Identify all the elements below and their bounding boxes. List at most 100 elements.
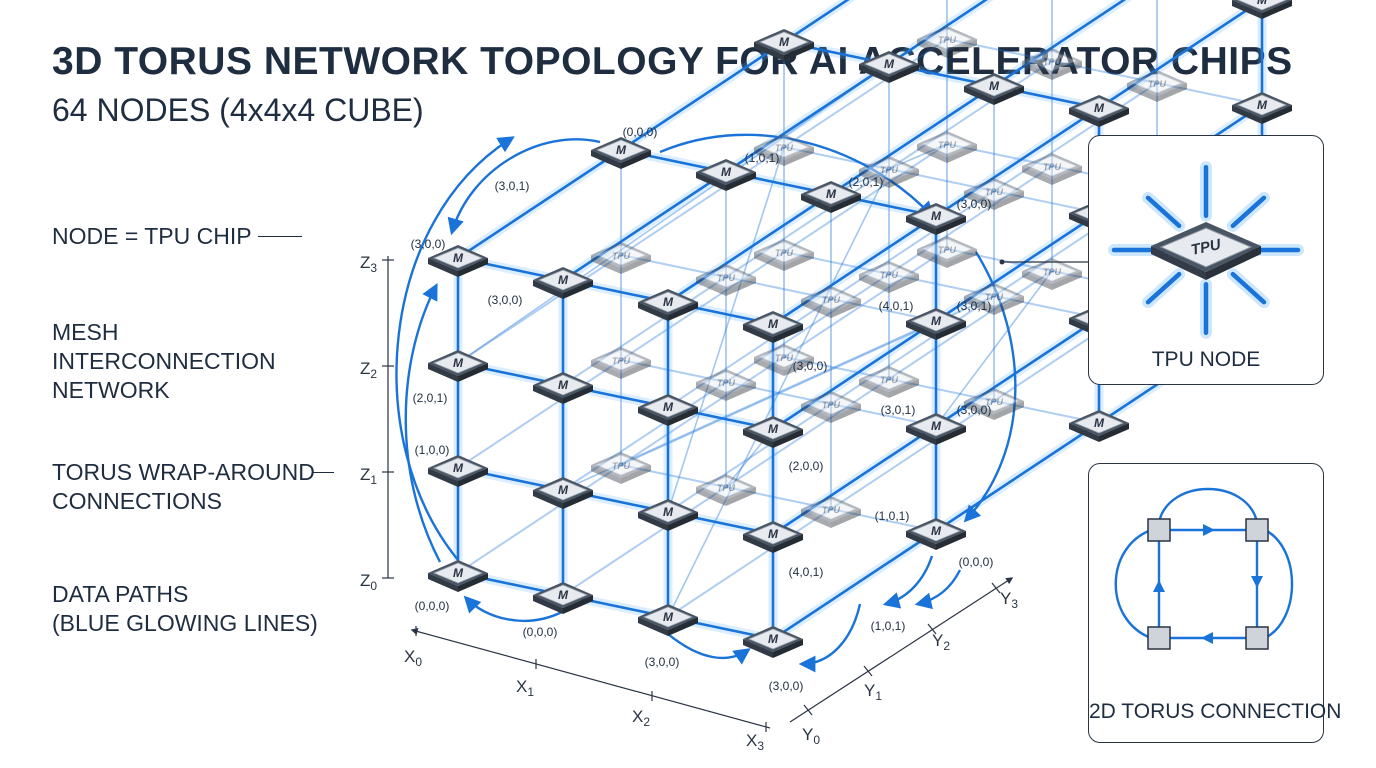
mesh-link-y bbox=[562, 381, 727, 491]
tpu-node-3-0-3: M bbox=[743, 311, 803, 343]
node-coordinate-label: (3,0,1) bbox=[881, 403, 916, 417]
chip-mark: TPU bbox=[822, 295, 841, 305]
tpu-node-3-0-1: M bbox=[743, 521, 803, 553]
chip-mark: M bbox=[558, 273, 569, 287]
chip-mark: TPU bbox=[717, 378, 736, 388]
mesh-link-y bbox=[1097, 0, 1264, 110]
node-coordinate-label: (3,0,0) bbox=[769, 679, 804, 693]
legend-torus-label-2: CONNECTIONS bbox=[52, 488, 222, 514]
chip-mark: TPU bbox=[985, 397, 1004, 407]
wrap-arrow-bottom-3 bbox=[798, 603, 862, 673]
tpu-node-1-2-2: TPU bbox=[859, 156, 919, 188]
tpu-node-0-2-0: TPU bbox=[754, 344, 814, 376]
tpu-node-0-0-2: M bbox=[428, 350, 488, 382]
mesh-link-y bbox=[992, 0, 1127, 88]
mesh-link-x bbox=[725, 486, 832, 510]
legend-mesh-label-3: NETWORK bbox=[52, 377, 170, 403]
chip-mark: M bbox=[1094, 101, 1105, 115]
legend-torus-leader bbox=[312, 472, 334, 473]
mesh-link-y bbox=[830, 400, 995, 510]
tpu-node-3-1-3: M bbox=[906, 203, 966, 235]
tpu-node-3-0-0: M bbox=[743, 626, 803, 658]
mesh-link-y bbox=[934, 211, 1101, 323]
legend-torus-label-1: TORUS WRAP-AROUND bbox=[52, 459, 315, 485]
x-axis-label: X3 bbox=[746, 731, 764, 753]
tpu-node-1-2-0: TPU bbox=[859, 366, 919, 398]
mesh-link-x bbox=[620, 254, 727, 278]
interior-data-path bbox=[830, 143, 948, 195]
tpu-node-0-0-0: M bbox=[428, 560, 488, 592]
tpu-node-1-1-2: TPU bbox=[696, 264, 756, 296]
chip-mark: M bbox=[1094, 416, 1105, 430]
chip-mark: TPU bbox=[880, 375, 899, 385]
y-axis-tick bbox=[927, 623, 937, 635]
wrap-arrow-right-z bbox=[963, 251, 1017, 523]
tpu-node-3-2-0: M bbox=[1069, 410, 1129, 442]
chip-mark: TPU bbox=[938, 140, 957, 150]
torus-2d-caption: 2D TORUS CONNECTION bbox=[1089, 700, 1342, 723]
node-coordinate-label: (3,0,0) bbox=[957, 197, 992, 211]
mesh-link-y bbox=[725, 378, 890, 488]
tpu-signal-ray bbox=[1145, 195, 1182, 229]
tpu-node-0-0-1: M bbox=[428, 455, 488, 487]
mesh-link-x bbox=[888, 273, 995, 297]
tpu-node-2-2-2: TPU bbox=[964, 178, 1024, 210]
tpu-node-0-2-1: TPU bbox=[754, 239, 814, 271]
tpu-node-0-0-3: M bbox=[428, 245, 488, 277]
tpu-node-1-0-1: M bbox=[533, 477, 593, 509]
mesh-link-y bbox=[771, 319, 938, 431]
chip-mark: TPU bbox=[775, 143, 794, 153]
chip-mark: M bbox=[768, 632, 779, 646]
mesh-link-y bbox=[562, 486, 727, 596]
tpu-node-0-1-0: TPU bbox=[591, 452, 651, 484]
chip-mark: TPU bbox=[1043, 162, 1062, 172]
y-axis-line bbox=[789, 577, 1014, 723]
tpu-node-1-1-3: M bbox=[696, 159, 756, 191]
torus-node-bottom-left bbox=[1147, 626, 1171, 650]
chip-mark: M bbox=[884, 57, 895, 71]
node-coordinate-label: (3,0,0) bbox=[411, 237, 446, 251]
z-axis-label: Z1 bbox=[360, 465, 377, 487]
mesh-link-y bbox=[934, 316, 1101, 428]
chip-mark: M bbox=[558, 378, 569, 392]
chip-mark: M bbox=[931, 524, 942, 538]
y-axis-label: Y1 bbox=[864, 681, 882, 703]
legend-mesh-label-1: MESH bbox=[52, 319, 119, 345]
chip-mark: TPU bbox=[938, 35, 957, 45]
tpu-signal-ray bbox=[1230, 195, 1267, 229]
tpu-node-1-3-0: TPU bbox=[1022, 258, 1082, 290]
chip-mark: M bbox=[1257, 0, 1268, 7]
mesh-link-y-glow bbox=[779, 0, 856, 47]
chip-mark: TPU bbox=[985, 292, 1004, 302]
mesh-link-y bbox=[888, 270, 1053, 380]
mesh-link-x bbox=[888, 378, 995, 402]
mesh-link-x bbox=[783, 356, 890, 380]
tpu-node-2-1-3: M bbox=[801, 181, 861, 213]
page-title: 3D TORUS NETWORK TOPOLOGY FOR AI ACCELER… bbox=[52, 40, 1293, 83]
node-coordinate-label: (0,0,0) bbox=[415, 599, 450, 613]
mesh-link-y bbox=[619, 40, 786, 152]
interior-data-path bbox=[935, 270, 1053, 427]
chip-mark: M bbox=[558, 483, 569, 497]
chip-mark: TPU bbox=[717, 483, 736, 493]
tpu-node-1-0-0: M bbox=[533, 582, 593, 614]
node-coordinate-label: (2,0,1) bbox=[413, 391, 448, 405]
tpu-node-2-1-1: TPU bbox=[801, 391, 861, 423]
mesh-link-x bbox=[783, 146, 890, 170]
mesh-link-y bbox=[457, 464, 622, 574]
chip-mark: M bbox=[453, 461, 464, 475]
chip-mark: M bbox=[453, 251, 464, 265]
chip-mark: TPU bbox=[612, 461, 631, 471]
tpu-node-panel: TPU TPU NODE bbox=[1088, 135, 1324, 385]
tpu-node-2-2-3: M bbox=[964, 73, 1024, 105]
torus-2d-illustration bbox=[1114, 487, 1294, 650]
tpu-node-1-3-2: TPU bbox=[1022, 48, 1082, 80]
tpu-node-2-1-2: TPU bbox=[801, 286, 861, 318]
x-axis-label: X2 bbox=[632, 707, 650, 729]
torus-node-top-left bbox=[1147, 518, 1171, 542]
mesh-link-y bbox=[782, 0, 850, 44]
chip-mark: M bbox=[453, 356, 464, 370]
chip-mark: M bbox=[663, 505, 674, 519]
tpu-chip-icon: TPU bbox=[1151, 222, 1261, 280]
node-coordinate-label: (4,0,1) bbox=[879, 299, 914, 313]
